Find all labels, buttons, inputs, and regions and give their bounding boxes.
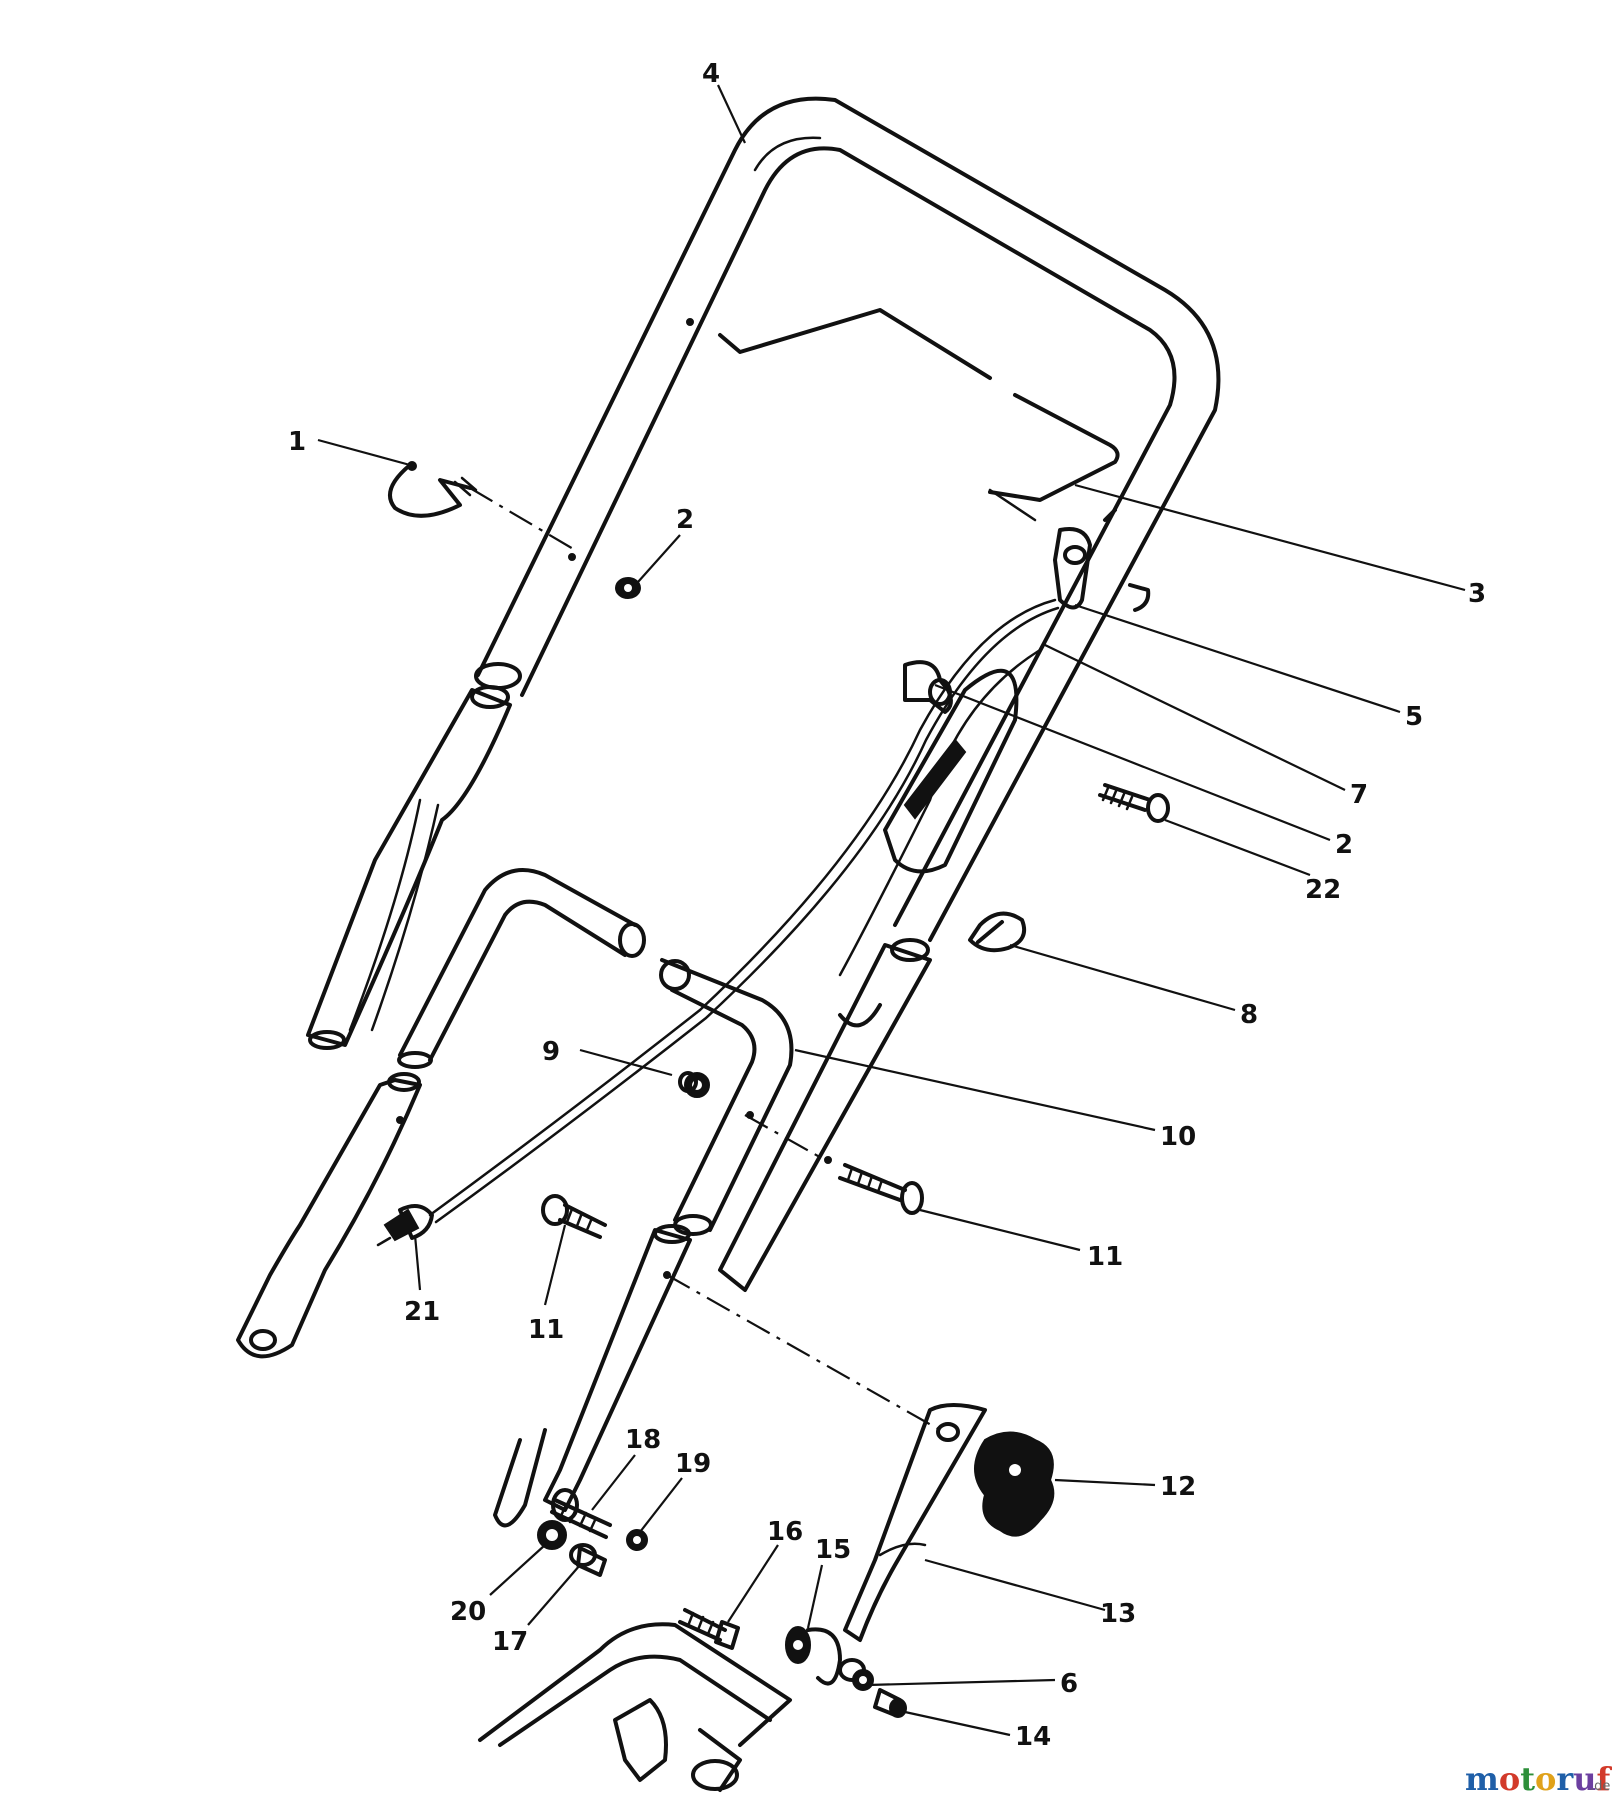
- part-label-2: 2: [676, 505, 694, 535]
- part-label-9: 9: [542, 1037, 560, 1067]
- wm-u: u: [1573, 1760, 1596, 1798]
- part-label-13: 13: [1100, 1599, 1136, 1629]
- watermark-logo: motoruf .de: [1465, 1760, 1612, 1798]
- nut-upper: [568, 553, 641, 599]
- lower-hardware-right: [785, 1626, 907, 1718]
- lower-bracket-post: [493, 1224, 692, 1528]
- throttle-control: [883, 660, 1019, 874]
- part-label-5: 5: [1405, 702, 1423, 732]
- screw-11-left: [541, 1194, 607, 1239]
- lower-rail-center: [397, 868, 646, 1069]
- cross-bar: [659, 958, 794, 1236]
- part-label-10: 10: [1160, 1122, 1196, 1152]
- upper-handle: [474, 96, 1221, 942]
- bolt-16: [678, 1608, 740, 1650]
- clip-8: [968, 911, 1027, 953]
- wm-o1: o: [1499, 1760, 1520, 1798]
- part-label-7: 7: [1350, 780, 1368, 810]
- part-label-2: 2: [1335, 830, 1353, 860]
- part-label-17: 17: [492, 1627, 528, 1657]
- alignment-lines: [469, 487, 941, 1431]
- lower-handle-left-bottom: [236, 1072, 422, 1359]
- lower-handle-left-upper: [306, 685, 512, 1050]
- part-label-15: 15: [815, 1535, 851, 1565]
- part-label-11: 11: [528, 1315, 564, 1345]
- part-label-14: 14: [1015, 1722, 1051, 1752]
- part-labels: 4 1 2 3 5 7 2 22 8 9 10 11 21 11 12 18 1…: [288, 59, 1486, 1752]
- part-label-21: 21: [404, 1297, 440, 1327]
- part-label-20: 20: [450, 1597, 486, 1627]
- deck-bracket: [478, 1622, 792, 1792]
- part-label-16: 16: [767, 1517, 803, 1547]
- part-label-8: 8: [1240, 1000, 1258, 1030]
- wm-suffix: .de: [1590, 1779, 1610, 1794]
- wm-r: r: [1556, 1760, 1574, 1798]
- wm-o2: o: [1535, 1760, 1556, 1798]
- part-label-18: 18: [625, 1425, 661, 1455]
- svg-text:motoruf: motoruf: [1465, 1760, 1612, 1798]
- hairpin-clip: [388, 461, 478, 518]
- lower-hardware-left: [537, 1488, 648, 1577]
- part-label-11: 11: [1087, 1242, 1123, 1272]
- leader-lines: [317, 84, 1466, 1737]
- wm-t: t: [1520, 1760, 1535, 1798]
- part-label-12: 12: [1160, 1472, 1196, 1502]
- handle-bracket: [843, 1403, 987, 1642]
- handle-knob: [974, 1431, 1055, 1537]
- part-label-22: 22: [1305, 875, 1341, 905]
- control-bail: [718, 308, 1120, 522]
- cable-end-fitting: [376, 1204, 434, 1247]
- part-label-19: 19: [675, 1449, 711, 1479]
- lower-rail-right: [718, 938, 932, 1292]
- bolt-22: [1098, 783, 1170, 823]
- wm-f: f: [1596, 1760, 1612, 1798]
- part-label-4: 4: [702, 59, 720, 89]
- screw-11-right: [824, 1156, 924, 1215]
- part-label-6: 6: [1060, 1669, 1078, 1699]
- cable-bracket: [1053, 508, 1151, 612]
- part-label-3: 3: [1468, 579, 1486, 609]
- wm-m: m: [1465, 1760, 1499, 1798]
- control-cable: [428, 598, 1060, 1224]
- part-label-1: 1: [288, 427, 306, 457]
